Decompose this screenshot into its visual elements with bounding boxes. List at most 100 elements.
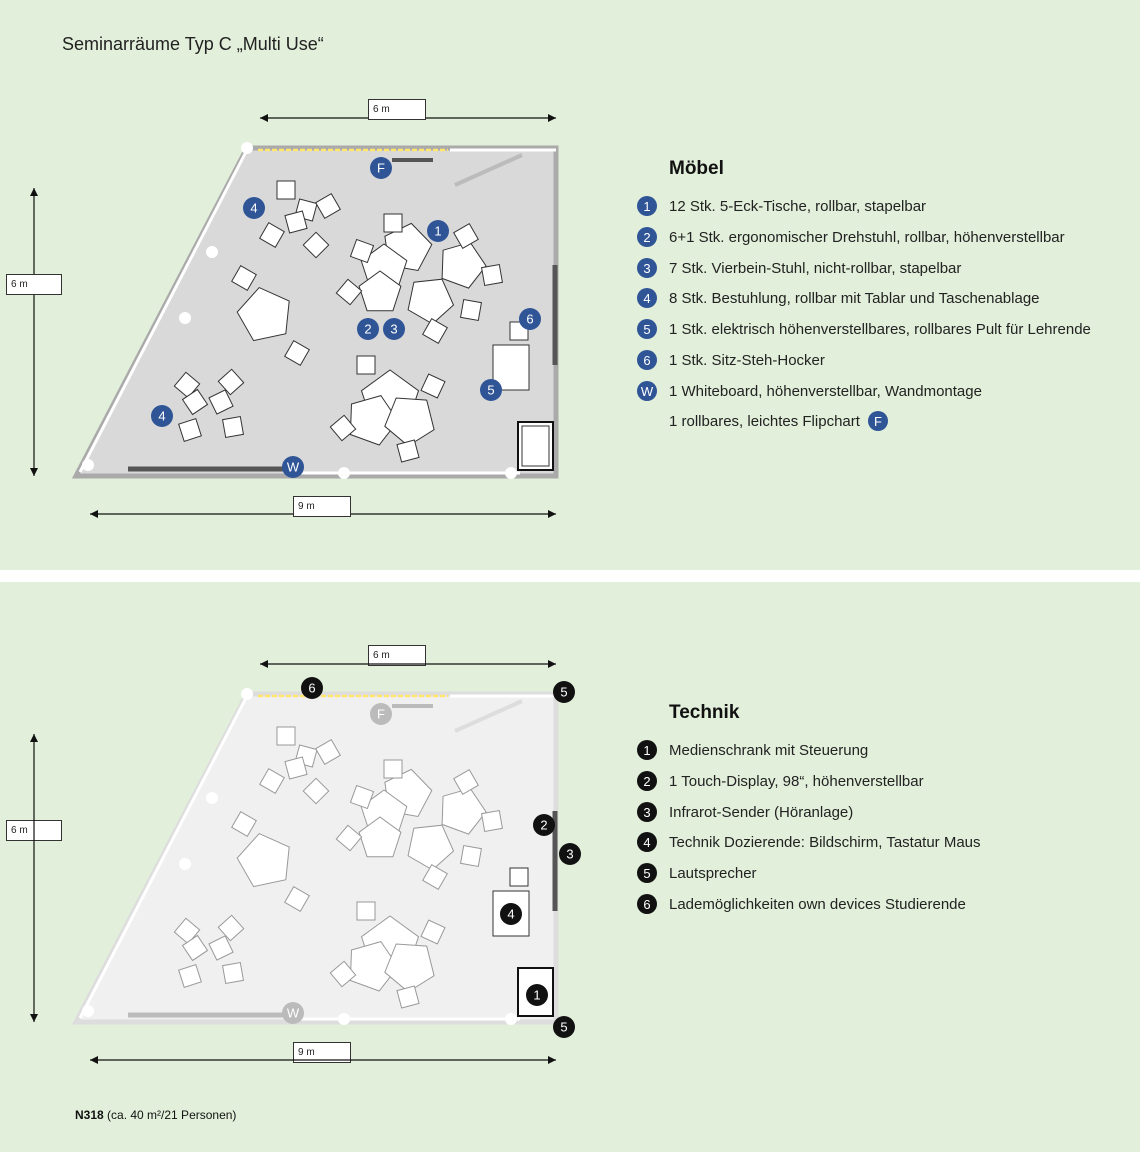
marker-6: 6 [519, 308, 541, 330]
marker-touch-display-label: 2 [540, 818, 547, 833]
marker-badge-icon: 3 [637, 258, 657, 278]
glass-wall-left [78, 695, 249, 1019]
seat [315, 739, 341, 765]
marker-2-label: 2 [364, 322, 371, 337]
chair [284, 340, 310, 366]
seat [178, 964, 202, 988]
dimension-arrow-side [30, 188, 38, 476]
seat [173, 371, 201, 399]
legend-item: 5 1 Stk. elektrisch höhenverstellbares, … [637, 318, 1091, 340]
wall-node [505, 467, 517, 479]
legend-item-flipchart: 1 rollbares, leichtes Flipchart F [637, 410, 888, 432]
marker-media-cabinet-label: 1 [533, 988, 540, 1003]
wall-node [206, 246, 218, 258]
legend-item-text: 1 rollbares, leichtes Flipchart [669, 412, 860, 430]
door-leaf [454, 699, 523, 733]
seat [276, 726, 296, 746]
seat [181, 388, 209, 416]
seat [259, 222, 285, 248]
marker-whiteboard-faded-label: W [287, 1006, 300, 1021]
wall-node [241, 688, 253, 700]
legend-item-text: 8 Stk. Bestuhlung, rollbar mit Tablar un… [669, 289, 1040, 307]
marker-whiteboard: W [282, 456, 304, 478]
pentagon-table [236, 832, 290, 888]
dimension-bottom-label: 9 m [293, 1042, 351, 1063]
chair [356, 355, 376, 375]
marker-touch-display: 2 [533, 814, 555, 836]
chair [335, 278, 363, 306]
marker-badge-icon: 6 [637, 350, 657, 370]
chair [284, 886, 310, 912]
chair [459, 298, 483, 322]
marker-4-top-circle [243, 197, 265, 219]
legend-item-text: Lademöglichkeiten own devices Studierend… [669, 895, 966, 913]
wall-node [338, 467, 350, 479]
legend-item: 5 Lautsprecher [637, 862, 757, 884]
dimension-arrow-top-head [548, 660, 556, 668]
seat [208, 389, 234, 415]
pentagon-table [358, 816, 402, 858]
dimension-arrow-bottom-head [90, 1056, 98, 1064]
marker-speaker-top: 5 [553, 681, 575, 703]
chair [356, 901, 376, 921]
room-number: N318 [75, 1108, 104, 1122]
wall-node [505, 1013, 517, 1025]
marker-badge-icon: 3 [637, 802, 657, 822]
seat [284, 210, 308, 234]
dimension-arrow-bottom-head [548, 510, 556, 518]
media-cabinet-inner [521, 425, 550, 467]
chair [453, 769, 479, 795]
marker-badge-icon: 2 [637, 227, 657, 247]
dimension-arrow-top-head [260, 660, 268, 668]
marker-flipchart-faded-label: F [377, 707, 385, 722]
marker-2: 2 [357, 318, 379, 340]
marker-2-circle [357, 318, 379, 340]
chair [349, 238, 375, 264]
dimension-top-label: 6 m [368, 99, 426, 120]
marker-speaker-bottom: 5 [553, 1016, 575, 1038]
dimension-arrow-side-head [30, 734, 38, 742]
dimension-arrow-top-head [260, 114, 268, 122]
marker-whiteboard-circle [282, 456, 304, 478]
marker-speaker-top-label: 5 [560, 685, 567, 700]
chair [480, 263, 504, 287]
legend-item: 2 6+1 Stk. ergonomischer Drehstuhl, roll… [637, 226, 1065, 248]
marker-6-label: 6 [526, 312, 533, 327]
marker-speaker-top-circle [553, 681, 575, 703]
marker-infrared: 3 [559, 843, 581, 865]
seat [208, 935, 234, 961]
chair [335, 824, 363, 852]
wall-node [338, 1013, 350, 1025]
legend-item: 3 Infrarot-Sender (Höranlage) [637, 801, 853, 823]
marker-badge-icon: W [637, 381, 657, 401]
marker-infrared-label: 3 [566, 847, 573, 862]
chair [231, 811, 257, 837]
marker-badge-icon: 1 [637, 196, 657, 216]
seat [259, 768, 285, 794]
pentagon-table [384, 943, 435, 993]
legend-item: 6 Lademöglichkeiten own devices Studiere… [637, 893, 966, 915]
flipchart-marker-icon: F [867, 411, 888, 431]
technik-heading: Technik [669, 702, 740, 723]
room-info: N318 (ca. 40 m²/21 Personen) [75, 1108, 236, 1122]
legend-item-text: 12 Stk. 5-Eck-Tische, rollbar, stapelbar [669, 197, 927, 215]
marker-media-cabinet-circle [526, 984, 548, 1006]
dimension-arrow-bottom [90, 1056, 556, 1064]
room-floor [71, 145, 559, 479]
legend-item: 4 8 Stk. Bestuhlung, rollbar mit Tablar … [637, 287, 1040, 309]
marker-badge-icon: 1 [637, 740, 657, 760]
chair [383, 759, 403, 779]
legend-item: 3 7 Stk. Vierbein-Stuhl, nicht-rollbar, … [637, 257, 961, 279]
wall-node [179, 858, 191, 870]
marker-lecturer-tech-circle [500, 903, 522, 925]
marker-lecturer-tech: 4 [500, 903, 522, 925]
seat [302, 231, 330, 259]
legend-item-text: 6+1 Stk. ergonomischer Drehstuhl, rollba… [669, 228, 1065, 246]
marker-4-top: 4 [243, 197, 265, 219]
door-leaf [454, 153, 523, 187]
wall-node [206, 792, 218, 804]
marker-flipchart-label: F [377, 161, 385, 176]
marker-badge-icon: 5 [637, 319, 657, 339]
